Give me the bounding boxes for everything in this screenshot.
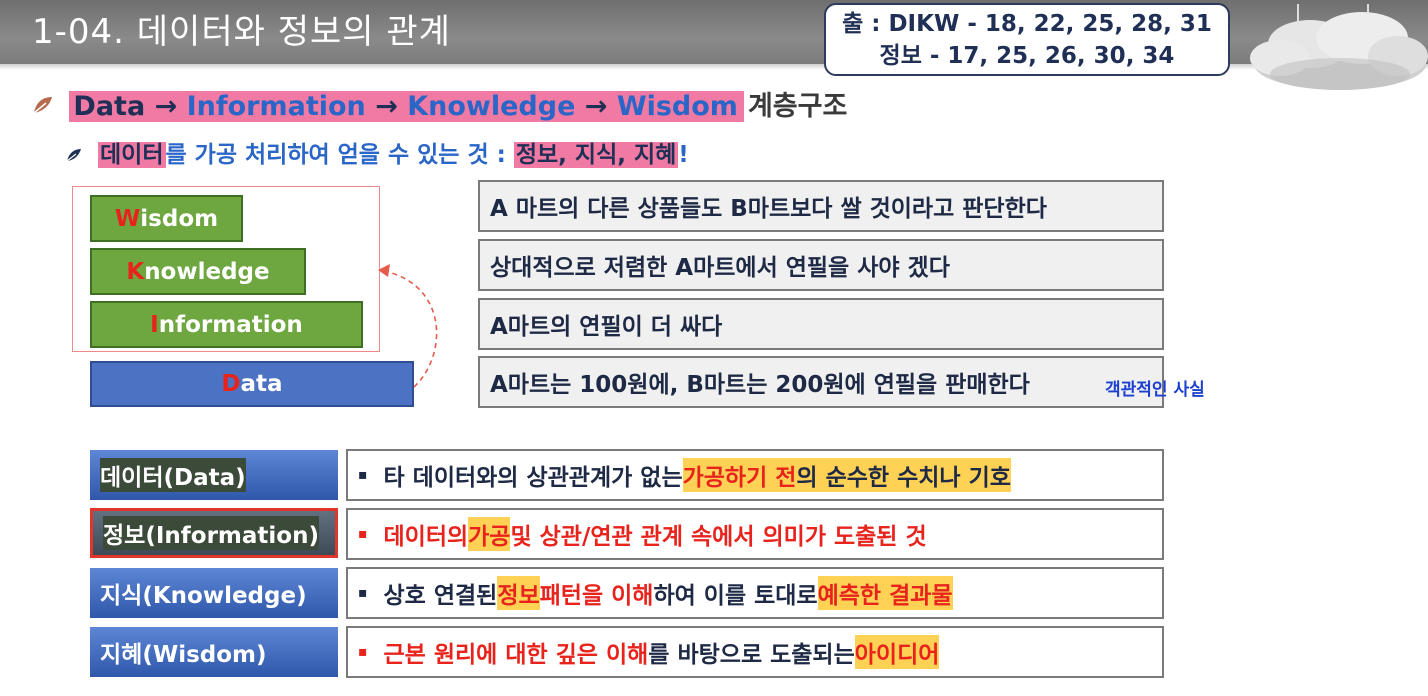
square-bullet-icon: ▪ [358, 585, 368, 601]
arrow: → [154, 91, 178, 122]
label-wisdom: 지혜(Wisdom) [90, 627, 338, 677]
def-highlight: 예측한 결과물 [817, 576, 953, 610]
source-box: 출 : DIKW - 18, 22, 25, 28, 31 정보 - 17, 2… [824, 3, 1230, 76]
example-wisdom: A 마트의 다른 상품들도 B마트보다 쌀 것이라고 판단한다 [478, 180, 1164, 232]
square-bullet-icon: ▪ [358, 526, 368, 542]
rest: isdom [140, 205, 219, 232]
def-highlight: 가공하기 전 [682, 458, 797, 492]
def-text: 하여 이를 토대로 [653, 583, 818, 609]
dikw-wisdom: Wisdom [616, 91, 738, 122]
curved-arrow [378, 264, 438, 388]
def-highlight: 아이디어 [854, 635, 940, 669]
def-highlight: 정보 [497, 576, 540, 610]
initial: K [126, 258, 145, 285]
example-knowledge: 상대적으로 저렴한 A마트에서 연필을 사야 겠다 [478, 239, 1164, 291]
hierarchy-word: 계층구조 [747, 91, 848, 122]
rest: nformation [158, 311, 303, 338]
arrow: → [584, 91, 608, 122]
bullet-data-processing: 데이터를 가공 처리하여 얻을 수 있는 것 : 정보, 지식, 지혜! [66, 135, 689, 169]
def-text: 상호 연결된 [383, 583, 498, 609]
label-knowledge: 지식(Knowledge) [90, 568, 338, 618]
header-shadow [0, 64, 1428, 70]
bullet2-text: 를 가공 처리하여 얻을 수 있는 것 : [165, 142, 514, 168]
source-line-1: 출 : DIKW - 18, 22, 25, 28, 31 [842, 11, 1212, 37]
term-results: 정보, 지식, 지혜 [513, 142, 679, 168]
label-data: 데이터(Data) [90, 450, 338, 500]
label-text: 데이터(Data) [100, 458, 246, 492]
page-title: 1-04. 데이터와 정보의 관계 [32, 12, 451, 52]
example-information: A마트의 연필이 더 싸다 [478, 298, 1164, 350]
initial: W [114, 205, 141, 232]
square-bullet-icon: ▪ [358, 644, 368, 660]
pyramid-frame [72, 186, 380, 352]
initial: D [221, 371, 241, 397]
definition-information: ▪ 데이터의 가공 및 상관/연관 관계 속에서 의미가 도출된 것 [346, 508, 1164, 560]
dikw-data: Data [73, 91, 146, 122]
dikw-information: Information [186, 91, 366, 122]
def-text: 를 바탕으로 도출되는 [648, 642, 855, 668]
term-data: 데이터 [98, 142, 166, 168]
square-bullet-icon: ▪ [358, 467, 368, 483]
dikw-knowledge: Knowledge [407, 91, 576, 122]
source-line-2: 정보 - 17, 25, 26, 30, 34 [879, 43, 1175, 69]
def-text: 의 순수한 수치나 기호 [796, 458, 1011, 492]
cloud-icon [1250, 4, 1428, 90]
label-information: 정보(Information) [90, 508, 338, 558]
bullet2-end: ! [678, 142, 689, 168]
dikw-highlight: Data → Information → Knowledge → Wisdom [69, 91, 744, 122]
leaf-bullet-icon [66, 142, 82, 168]
leaf-bullet-icon [32, 91, 54, 122]
arrow: → [375, 91, 398, 122]
def-highlight: 패턴을 이해 [539, 583, 654, 609]
def-text: 및 상관/연관 관계 속에서 의미가 도출된 것 [510, 524, 927, 550]
rest: nowledge [144, 258, 270, 285]
label-text: 지식(Knowledge) [100, 583, 307, 609]
label-text: 지혜(Wisdom) [100, 642, 267, 668]
def-text: 타 데이터와의 상관관계가 없는 [383, 465, 683, 491]
initial: I [150, 311, 159, 338]
def-highlight: 근본 원리에 대한 깊은 이해 [383, 642, 649, 668]
example-data: A마트는 100원에, B마트는 200원에 연필을 판매한다 [478, 356, 1164, 408]
def-text: 데이터의 [383, 524, 469, 550]
def-highlight: 가공 [468, 517, 511, 551]
rest: ata [240, 371, 283, 397]
objective-fact-note: 객관적인 사실 [1105, 380, 1205, 400]
label-text: 정보(Information) [103, 516, 319, 550]
